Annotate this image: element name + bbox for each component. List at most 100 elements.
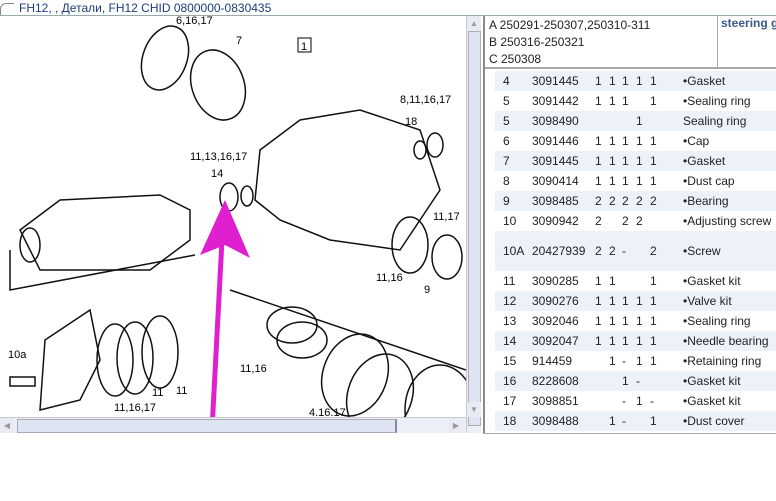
part-description: •Needle bearing bbox=[683, 334, 769, 348]
callout-label: 11 bbox=[176, 385, 187, 397]
quantity-cell: 1 bbox=[636, 134, 643, 148]
tab-corner bbox=[0, 3, 14, 15]
section-title: steering g bbox=[717, 16, 776, 69]
quantity-cell: 1 bbox=[595, 74, 602, 88]
item-number: 11 bbox=[503, 274, 516, 288]
quantity-cell: 1 bbox=[609, 294, 616, 308]
callout-label: 14 bbox=[211, 168, 223, 180]
callout-label: 11,16,17 bbox=[114, 402, 156, 414]
callout-label: 10a bbox=[8, 349, 27, 361]
diagram-horizontal-scrollbar[interactable]: ◀ ▶ bbox=[0, 417, 466, 433]
quantity-cell: 1 bbox=[636, 334, 643, 348]
quantity-cell: 1 bbox=[609, 334, 616, 348]
quantity-cell: 1 bbox=[622, 94, 629, 108]
quantity-cell: 1 bbox=[609, 314, 616, 328]
part-description: •Gasket bbox=[683, 154, 726, 168]
ring-part bbox=[189, 49, 247, 121]
quantity-cell: 1 bbox=[595, 274, 602, 288]
item-number: 13 bbox=[503, 314, 517, 328]
quantity-cell: 1 bbox=[609, 154, 616, 168]
quantity-cell: 1 bbox=[595, 174, 602, 188]
part-description: •Dust cap bbox=[683, 174, 735, 188]
quantity-cell: 1 bbox=[622, 294, 629, 308]
part-description: •Retaining ring bbox=[683, 354, 762, 368]
quantity-cell: 1 bbox=[595, 154, 602, 168]
scrollbar-thumb[interactable] bbox=[468, 31, 481, 426]
part-number: 3098488 bbox=[532, 414, 579, 428]
quantity-cell: 1 bbox=[650, 294, 657, 308]
item-number: 15 bbox=[503, 354, 517, 368]
part-number: 3090285 bbox=[532, 274, 579, 288]
quantity-cell: 2 bbox=[609, 194, 616, 208]
callout-label: 11,16 bbox=[376, 272, 403, 284]
quantity-cell: 1 bbox=[650, 414, 657, 428]
quantity-cell: 1 bbox=[650, 74, 657, 88]
scroll-up-button[interactable]: ▲ bbox=[467, 16, 481, 31]
quantity-cell: 1 bbox=[622, 174, 629, 188]
parts-diagram[interactable]: 6,16,17 7 1 8,11,16,17 18 11,13,16,17 14… bbox=[0, 16, 466, 417]
quantity-cell: 1 bbox=[622, 154, 629, 168]
item-number: 12 bbox=[503, 294, 517, 308]
divider bbox=[483, 433, 776, 434]
part-description: •Gasket kit bbox=[683, 394, 741, 408]
part-number: 3098851 bbox=[532, 394, 579, 408]
item-number: 6 bbox=[503, 134, 510, 148]
quantity-cell: 2 bbox=[650, 194, 657, 208]
part-description: •Gasket kit bbox=[683, 274, 741, 288]
quantity-cell: 1 bbox=[636, 174, 643, 188]
window-title: FH12, , Детали, FH12 CHID 0800000-083043… bbox=[19, 1, 272, 15]
quantity-cell: 2 bbox=[636, 214, 643, 228]
quantity-cell: 1 bbox=[595, 94, 602, 108]
callout-label: 1 bbox=[301, 41, 307, 53]
part-description: Sealing ring bbox=[683, 114, 747, 128]
diagram-vertical-scrollbar[interactable]: ▲ ▼ bbox=[466, 16, 481, 433]
quantity-cell: 1 bbox=[650, 94, 657, 108]
part-number: 3098485 bbox=[532, 194, 579, 208]
quantity-cell: 1 bbox=[595, 294, 602, 308]
scroll-left-button[interactable]: ◀ bbox=[0, 418, 14, 433]
quantity-cell: 1 bbox=[636, 114, 643, 128]
diagram-drawing: 6,16,17 7 1 8,11,16,17 18 11,13,16,17 14… bbox=[8, 16, 466, 417]
quantity-cell: 1 bbox=[650, 334, 657, 348]
scroll-right-button[interactable]: ▶ bbox=[449, 418, 463, 433]
quantity-cell: 1 bbox=[622, 334, 629, 348]
range-a: A 250291-250307,250310-311 bbox=[489, 18, 651, 32]
quantity-cell: 1 bbox=[609, 134, 616, 148]
parts-list-panel: A 250291-250307,250310-311 B 250316-2503… bbox=[483, 16, 776, 433]
part-description: •Cap bbox=[683, 134, 710, 148]
part-description: •Screw bbox=[683, 244, 721, 258]
callout-label: 11 bbox=[152, 387, 163, 399]
callout-label: 9 bbox=[424, 284, 430, 296]
callout-label: 8,11,16,17 bbox=[400, 94, 451, 106]
quantity-cell: - bbox=[622, 394, 626, 408]
quantity-cell: 2 bbox=[595, 214, 602, 228]
item-number: 7 bbox=[503, 154, 510, 168]
quantity-cell: 1 bbox=[622, 314, 629, 328]
part-number: 3091446 bbox=[532, 134, 579, 148]
scroll-down-button[interactable]: ▼ bbox=[467, 402, 481, 417]
quantity-cell: 1 bbox=[595, 134, 602, 148]
scrollbar-thumb[interactable] bbox=[17, 419, 397, 433]
item-number: 8 bbox=[503, 174, 510, 188]
part-description: •Gasket bbox=[683, 74, 726, 88]
item-number: 17 bbox=[503, 394, 517, 408]
item-number: 5 bbox=[503, 94, 510, 108]
quantity-cell: - bbox=[650, 394, 654, 408]
